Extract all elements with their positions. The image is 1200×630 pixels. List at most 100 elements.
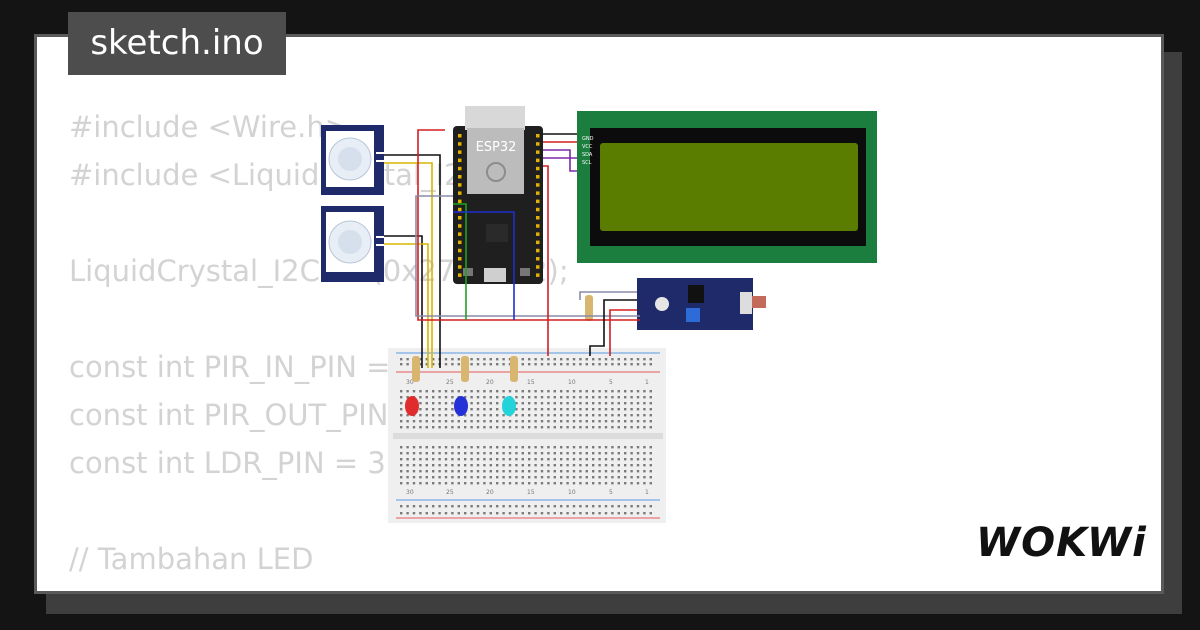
breadboard-hole: [489, 420, 492, 423]
breadboard-hole: [592, 390, 595, 393]
breadboard-hole: [496, 482, 499, 485]
breadboard-hole: [496, 512, 499, 515]
breadboard-hole: [521, 396, 524, 399]
resistor-2[interactable]: [461, 356, 469, 382]
led-blue[interactable]: [454, 396, 468, 416]
breadboard-hole: [585, 408, 588, 411]
breadboard-hole: [528, 390, 531, 393]
breadboard-hole: [643, 396, 646, 399]
led-red[interactable]: [405, 396, 419, 416]
breadboard-hole: [464, 464, 467, 467]
breadboard-hole: [400, 363, 403, 366]
breadboard-hole: [579, 458, 582, 461]
breadboard-hole: [489, 408, 492, 411]
breadboard-hole: [643, 512, 646, 515]
breadboard-hole: [412, 426, 416, 429]
breadboard-hole: [579, 390, 582, 393]
breadboard-hole: [598, 426, 601, 429]
breadboard-hole: [502, 476, 505, 479]
breadboard-hole: [483, 512, 486, 515]
breadboard-hole: [502, 482, 505, 485]
breadboard-hole: [406, 452, 409, 455]
resistor-3[interactable]: [510, 356, 518, 382]
breadboard-hole: [470, 396, 473, 399]
breadboard-hole: [566, 505, 569, 508]
esp32-board[interactable]: ESP32: [453, 106, 543, 284]
breadboard-hole: [521, 402, 524, 405]
breadboard-hole: [438, 396, 441, 399]
breadboard-hole: [566, 396, 569, 399]
resistor-ldr[interactable]: [585, 295, 593, 321]
breadboard-hole: [643, 358, 646, 361]
breadboard-hole: [432, 402, 435, 405]
breadboard-hole: [412, 512, 416, 515]
breadboard-hole: [649, 363, 652, 366]
breadboard-hole: [560, 458, 563, 461]
breadboard-hole: [444, 390, 448, 393]
breadboard-hole: [470, 476, 473, 479]
breadboard-hole: [636, 426, 640, 429]
breadboard-hole: [534, 446, 537, 449]
led-cyan[interactable]: [502, 396, 516, 416]
breadboard-hole: [636, 464, 640, 467]
esp32-pin: [536, 175, 540, 179]
breadboard-hole: [521, 452, 524, 455]
breadboard-hole: [547, 396, 550, 399]
breadboard-hole: [579, 408, 582, 411]
breadboard-hole: [438, 402, 441, 405]
breadboard-hole: [624, 505, 627, 508]
breadboard-hole: [406, 420, 409, 423]
esp32-pin: [458, 257, 462, 261]
breadboard-hole: [489, 402, 492, 405]
breadboard-hole: [502, 420, 505, 423]
breadboard-hole: [566, 420, 569, 423]
pir-sensor-top[interactable]: [321, 125, 384, 195]
breadboard-hole: [438, 512, 441, 515]
breadboard-hole: [617, 426, 620, 429]
breadboard-hole: [553, 414, 556, 417]
breadboard-hole: [636, 476, 640, 479]
breadboard-hole: [553, 446, 556, 449]
breadboard-hole: [566, 458, 569, 461]
breadboard-hole: [515, 396, 518, 399]
breadboard-hole: [611, 396, 614, 399]
resistor-1[interactable]: [412, 356, 420, 382]
breadboard-hole: [585, 390, 588, 393]
breadboard-hole: [566, 464, 569, 467]
breadboard-hole: [611, 446, 614, 449]
breadboard-hole: [604, 452, 608, 455]
esp32-pin: [458, 191, 462, 195]
breadboard-hole: [611, 476, 614, 479]
breadboard-hole: [572, 402, 576, 405]
breadboard-hole: [438, 446, 441, 449]
breadboard-hole: [400, 446, 403, 449]
breadboard-hole: [553, 426, 556, 429]
breadboard-hole: [598, 482, 601, 485]
breadboard[interactable]: 30 25 20 15 10 5 1 30 25 20 15 10 5 1: [388, 348, 666, 523]
code-line: const int PIR_OUT_PIN = 1: [69, 398, 450, 432]
breadboard-hole: [451, 464, 454, 467]
breadboard-hole: [534, 452, 537, 455]
breadboard-hole: [412, 464, 416, 467]
pir-sensor-bottom[interactable]: [321, 206, 384, 282]
esp32-pin: [536, 191, 540, 195]
breadboard-hole: [579, 505, 582, 508]
breadboard-hole: [643, 476, 646, 479]
breadboard-hole: [444, 408, 448, 411]
sketch-filename-tab[interactable]: sketch.ino: [68, 12, 286, 75]
esp32-pin: [536, 224, 540, 228]
breadboard-hole: [425, 363, 428, 366]
breadboard-hole: [617, 358, 620, 361]
breadboard-hole: [438, 426, 441, 429]
breadboard-hole: [604, 390, 608, 393]
breadboard-hole: [630, 402, 633, 405]
breadboard-hole: [502, 426, 505, 429]
breadboard-hole: [579, 414, 582, 417]
breadboard-hole: [451, 505, 454, 508]
ldr-module[interactable]: [637, 278, 766, 330]
lcd-display[interactable]: GND VCC SDA SCL: [577, 111, 877, 263]
breadboard-hole: [508, 512, 512, 515]
breadboard-hole: [470, 414, 473, 417]
breadboard-hole: [476, 358, 480, 361]
